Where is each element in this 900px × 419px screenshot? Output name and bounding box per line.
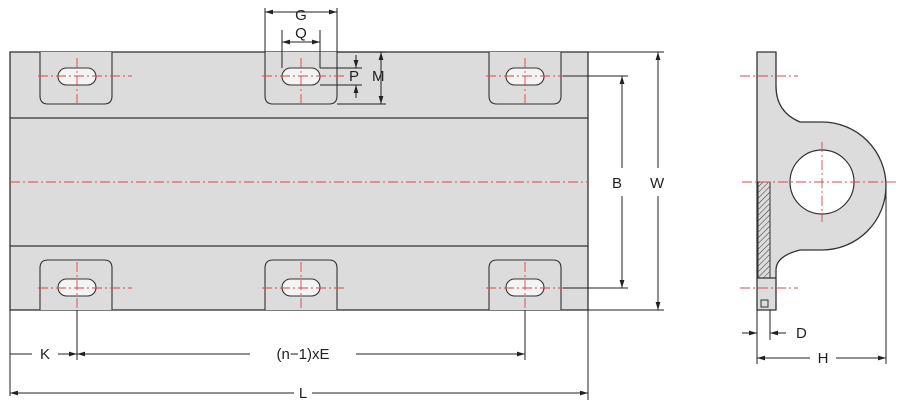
dimension-q: Q: [281, 25, 321, 68]
dimension-k: K: [9, 310, 78, 396]
front-view: [9, 51, 589, 311]
dimension-l: L: [10, 310, 589, 402]
dimension-label-k: K: [40, 346, 50, 363]
dimension-label-p: P: [349, 68, 359, 85]
dimension-b: B: [563, 75, 628, 289]
dimension-label-d: D: [796, 325, 807, 342]
dimension-h: H: [757, 188, 887, 367]
dimension-label-b: B: [612, 175, 622, 192]
dimension-p: P: [320, 55, 362, 98]
dimension-m: M: [337, 51, 386, 105]
dimension-label-w: W: [650, 175, 665, 192]
dimension-label-m: M: [372, 68, 385, 85]
dimension-e: (n−1)xE: [77, 310, 526, 363]
mounting-plate-hatch: [757, 181, 771, 279]
washer-square: [760, 299, 769, 308]
dimension-label-g: G: [295, 7, 307, 24]
dimension-label-h: H: [818, 350, 829, 367]
dimension-w: W: [588, 51, 665, 311]
side-view: [740, 51, 896, 311]
dimension-label-e: (n−1)xE: [277, 346, 330, 363]
dimension-g: G: [264, 7, 338, 52]
dimension-label-q: Q: [295, 25, 307, 42]
dimension-label-l: L: [299, 385, 307, 402]
dimension-d: D: [742, 310, 807, 364]
